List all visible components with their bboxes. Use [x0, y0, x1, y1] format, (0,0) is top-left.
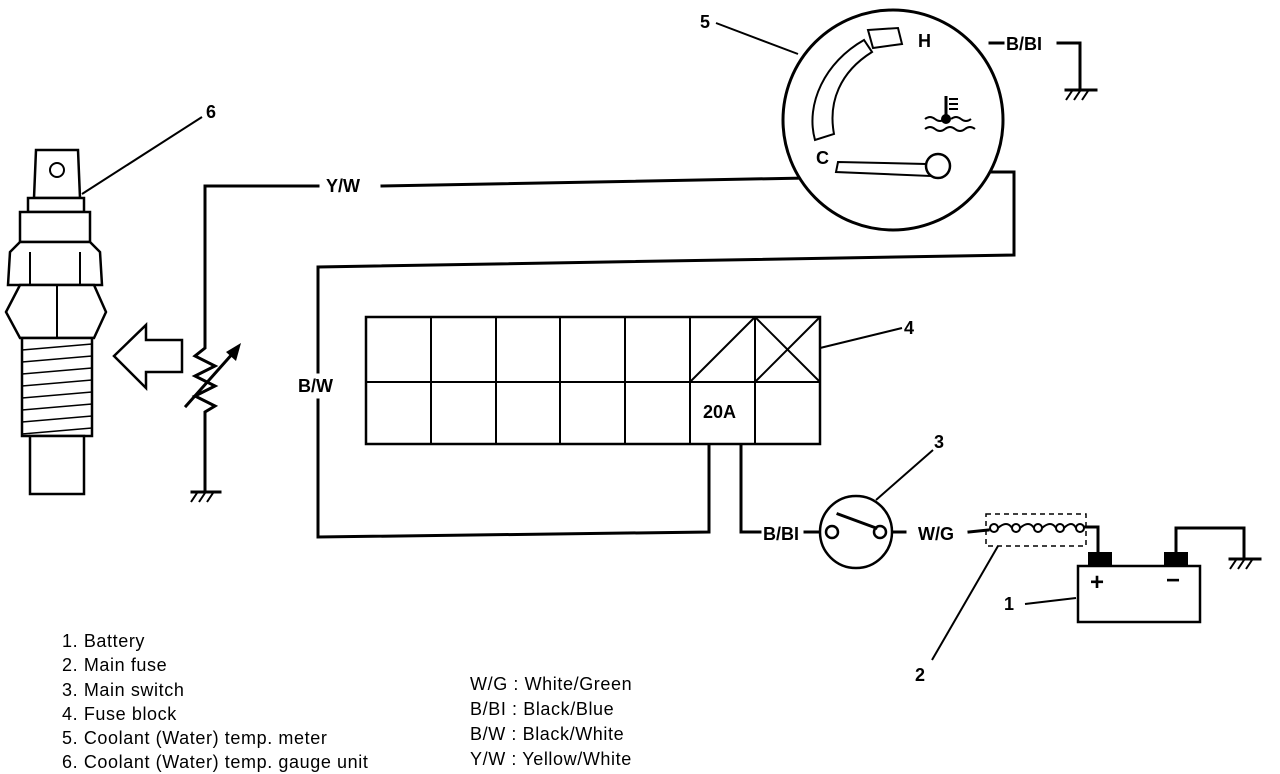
legend-item: 2. Main fuse: [62, 655, 167, 675]
wire-bw: [316, 170, 1016, 539]
legend-item: 1. Battery: [62, 631, 145, 651]
thermometer-icon: [924, 96, 976, 132]
callout-6: 6: [206, 102, 216, 122]
wire-label-bbl-switch: B/BI: [763, 524, 799, 544]
callout-1-leader: [1024, 597, 1077, 605]
legend-item: 3. Main switch: [62, 680, 184, 700]
gauge-hot-zone-icon: [866, 26, 904, 50]
wire-legend-item: B/BI : Black/Blue: [470, 699, 614, 719]
wire-label-yw: Y/W: [326, 176, 360, 196]
callout-3: 3: [934, 432, 944, 452]
callouts: 1 2 3 4 5 6: [81, 12, 1077, 685]
wires: [203, 41, 1246, 559]
component-legend: 1. Battery 2. Main fuse 3. Main switch 4…: [62, 631, 368, 772]
gauge-cold-label: C: [816, 148, 829, 168]
main-switch: [818, 494, 894, 570]
callout-1: 1: [1004, 594, 1014, 614]
legend-item: 5. Coolant (Water) temp. meter: [62, 728, 327, 748]
sensor-thread: [21, 343, 93, 435]
ground-symbol-battery: [1228, 557, 1262, 570]
wire-legend-item: Y/W : Yellow/White: [470, 749, 632, 769]
gauge-hot-label: H: [918, 31, 931, 51]
battery-minus-label: −: [1166, 567, 1180, 594]
callout-3-leader: [875, 449, 934, 501]
wire-bbl-ground: [988, 41, 1082, 90]
ground-symbol-sensor: [190, 490, 222, 503]
legend-item: 4. Fuse block: [62, 704, 177, 724]
callout-5-leader: [715, 22, 799, 55]
heat-arrow-icon: [112, 322, 184, 392]
fuse-rating-label: 20A: [703, 402, 736, 422]
callout-2-leader: [931, 545, 999, 661]
temp-meter: H C: [781, 8, 1005, 232]
wire-yw: [203, 176, 808, 342]
wire-legend-item: B/W : Black/White: [470, 724, 624, 744]
gauge-scale-arc: [811, 38, 874, 142]
wire-bbl-switch: [739, 438, 830, 534]
legend-item: 6. Coolant (Water) temp. gauge unit: [62, 752, 368, 772]
wire-label-bbl-meter: B/BI: [1006, 34, 1042, 54]
battery-plus-label: +: [1090, 569, 1104, 596]
wire-legend-item: W/G : White/Green: [470, 674, 632, 694]
fuse-block: 20A: [364, 315, 822, 446]
battery: + −: [1076, 552, 1202, 624]
wire-label-bw: B/W: [298, 376, 333, 396]
main-fuse: [985, 513, 1087, 547]
wire-battery-ground: [1174, 526, 1246, 559]
callout-5: 5: [700, 12, 710, 32]
ground-symbol-meter: [1064, 88, 1098, 101]
wire-color-legend: W/G : White/Green B/BI : Black/Blue B/W …: [470, 674, 632, 769]
callout-4-leader: [819, 327, 903, 349]
callout-4: 4: [904, 318, 914, 338]
wire-label-wg: W/G: [918, 524, 954, 544]
temp-gauge-unit: [4, 148, 108, 496]
callout-2: 2: [915, 665, 925, 685]
callout-6-leader: [81, 116, 203, 195]
variable-resistor-icon: [183, 338, 241, 420]
